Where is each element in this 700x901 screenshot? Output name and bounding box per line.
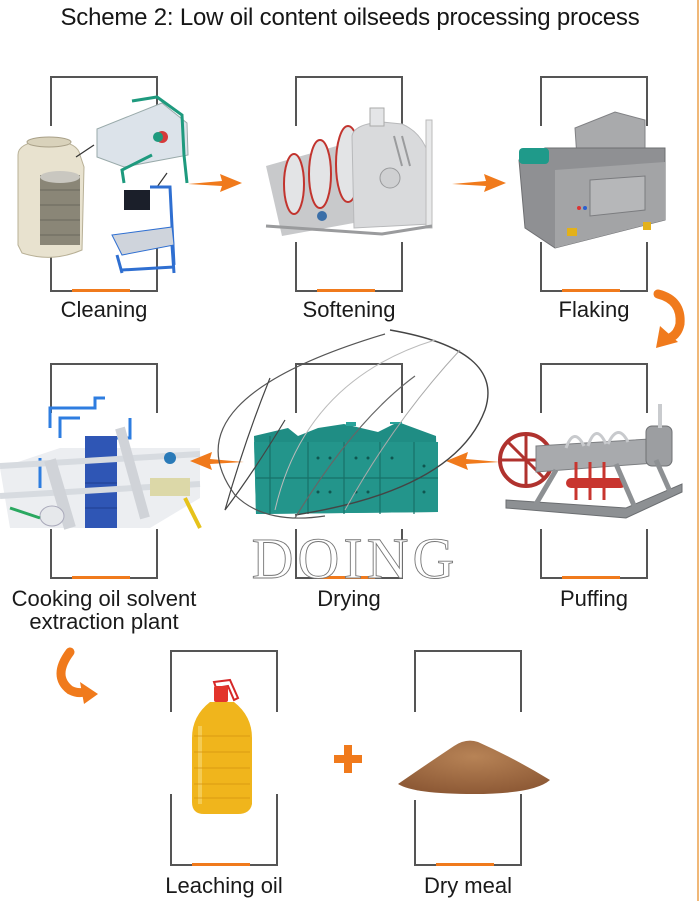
extruder-puffing-machine-illustration [496, 400, 686, 530]
label-solvent-extraction-line1: Cooking oil solvent [11, 586, 197, 611]
frame-puffing [540, 363, 648, 579]
curved-arrow-down-icon [652, 288, 692, 352]
accent-bar [317, 289, 375, 292]
accent-bar [562, 576, 620, 579]
arrow-right-icon [450, 172, 508, 194]
cleaning-machines-illustration [12, 95, 192, 275]
diagram-title: Scheme 2: Low oil content oilseeds proce… [60, 4, 640, 31]
rotary-softening-cooker-illustration [262, 106, 442, 246]
label-dry-meal: Dry meal [423, 873, 512, 898]
accent-bar [72, 576, 130, 579]
accent-bar [192, 863, 250, 866]
arrow-left-icon [188, 450, 246, 472]
frame-leaching-oil [170, 650, 278, 866]
label-cleaning: Cleaning [60, 297, 148, 322]
accent-bar [317, 576, 375, 579]
label-puffing: Puffing [559, 586, 629, 611]
meal-pile-illustration [394, 736, 556, 796]
accent-bar [436, 863, 494, 866]
label-drying: Drying [317, 586, 381, 611]
watermark-text: DOING [252, 526, 459, 590]
label-softening: Softening [302, 297, 396, 322]
frame-flaking [540, 76, 648, 292]
label-flaking: Flaking [558, 297, 630, 322]
frame-solvent-extraction [50, 363, 158, 579]
oil-bottle-illustration [190, 676, 256, 816]
frame-drying [295, 363, 403, 579]
arrow-left-icon [444, 450, 502, 472]
edge-rule [697, 0, 699, 901]
label-leaching-oil: Leaching oil [165, 873, 283, 898]
frame-dry-meal [414, 650, 522, 866]
solvent-extraction-plant-illustration [0, 388, 205, 538]
doing-watermark-logo: DOING [205, 320, 505, 590]
accent-bar [72, 289, 130, 292]
label-solvent-extraction-line2: extraction plant [29, 609, 179, 634]
flaking-mill-illustration [515, 110, 670, 250]
arrow-right-icon [186, 172, 244, 194]
curved-arrow-down-right-icon [48, 646, 104, 704]
plus-icon [333, 744, 363, 774]
frame-softening [295, 76, 403, 292]
accent-bar [562, 289, 620, 292]
